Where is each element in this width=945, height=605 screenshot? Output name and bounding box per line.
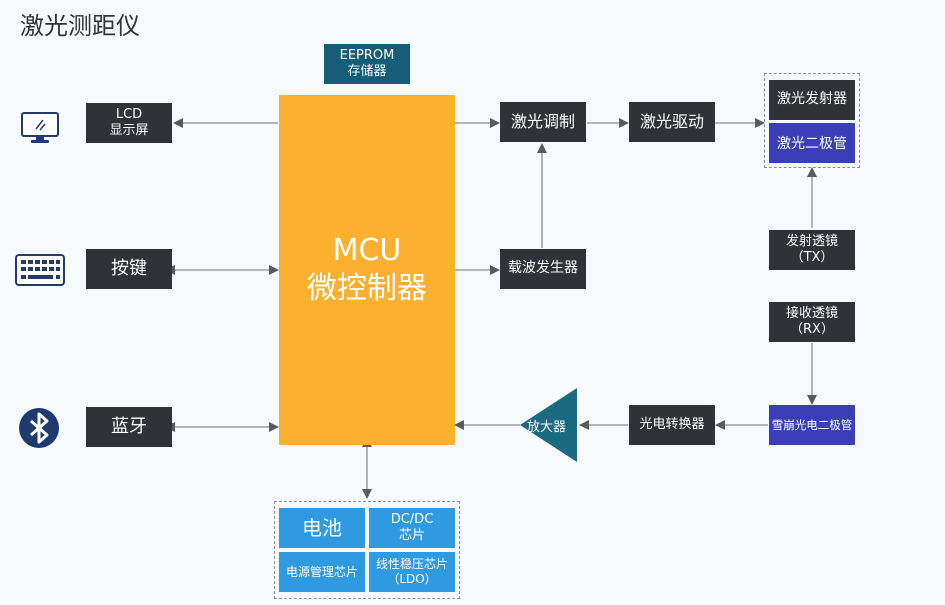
mcu-box: MCU 微控制器 bbox=[279, 95, 455, 445]
lcd-line1: LCD bbox=[115, 106, 143, 122]
emitter-label: 激光发射器 bbox=[777, 91, 847, 108]
dcdc-line2: 芯片 bbox=[398, 528, 425, 543]
carrier-box: 载波发生器 bbox=[500, 249, 586, 289]
converter-box: 光电转换器 bbox=[629, 405, 715, 445]
rx-lens-line2: （RX） bbox=[790, 322, 834, 337]
dcdc-line1: DC/DC bbox=[390, 511, 434, 527]
mcu-line1: MCU bbox=[332, 232, 402, 268]
battery-box: 电池 bbox=[279, 508, 365, 548]
mcu-line2: 微控制器 bbox=[307, 270, 427, 306]
tx-lens-line2: （TX） bbox=[790, 250, 834, 265]
rx-lens-line1: 接收透镜 bbox=[785, 305, 838, 321]
laser-group bbox=[764, 73, 860, 168]
apd-box: 雪崩光电二极管 bbox=[769, 405, 855, 445]
pmic-box: 电源管理芯片 bbox=[279, 552, 365, 592]
amplifier-triangle bbox=[520, 388, 577, 462]
converter-label: 光电转换器 bbox=[639, 416, 705, 432]
monitor-icon bbox=[20, 111, 60, 145]
ldo-box: 线性稳压芯片 （LDO） bbox=[369, 552, 455, 592]
laser-diode-label: 激光二极管 bbox=[777, 136, 847, 152]
apd-label: 雪崩光电二极管 bbox=[771, 418, 853, 432]
lcd-line2: 显示屏 bbox=[109, 123, 149, 138]
bluetooth-label: 蓝牙 bbox=[111, 415, 147, 437]
power-group bbox=[274, 501, 460, 599]
ldo-line2: （LDO） bbox=[387, 572, 437, 586]
modulation-box: 激光调制 bbox=[500, 102, 586, 142]
carrier-label: 载波发生器 bbox=[508, 260, 578, 277]
amplifier-label: 放大器 bbox=[527, 420, 567, 435]
keyboard-icon bbox=[15, 254, 65, 286]
driver-box: 激光驱动 bbox=[629, 102, 715, 142]
tx-lens-box: 发射透镜 （TX） bbox=[769, 230, 855, 270]
driver-label: 激光驱动 bbox=[639, 112, 704, 131]
modulation-label: 激光调制 bbox=[510, 112, 575, 131]
laser-diode-box: 激光二极管 bbox=[769, 123, 855, 163]
dcdc-box: DC/DC 芯片 bbox=[369, 508, 455, 548]
lcd-box: LCD 显示屏 bbox=[86, 103, 172, 143]
page-title: 激光测距仪 bbox=[20, 12, 140, 40]
eeprom-line2: 存储器 bbox=[347, 64, 387, 79]
pmic-label: 电源管理芯片 bbox=[285, 564, 358, 579]
tx-lens-line1: 发射透镜 bbox=[785, 233, 838, 249]
emitter-box: 激光发射器 bbox=[769, 80, 855, 120]
bluetooth-icon bbox=[18, 407, 60, 449]
keys-box: 按键 bbox=[86, 249, 172, 289]
eeprom-box: EEPROM 存储器 bbox=[324, 44, 410, 84]
eeprom-line1: EEPROM bbox=[339, 48, 395, 64]
keys-label: 按键 bbox=[111, 257, 147, 279]
ldo-line1: 线性稳压芯片 bbox=[375, 557, 448, 571]
rx-lens-box: 接收透镜 （RX） bbox=[769, 302, 855, 342]
bluetooth-box: 蓝牙 bbox=[86, 407, 172, 447]
battery-label: 电池 bbox=[302, 515, 342, 540]
